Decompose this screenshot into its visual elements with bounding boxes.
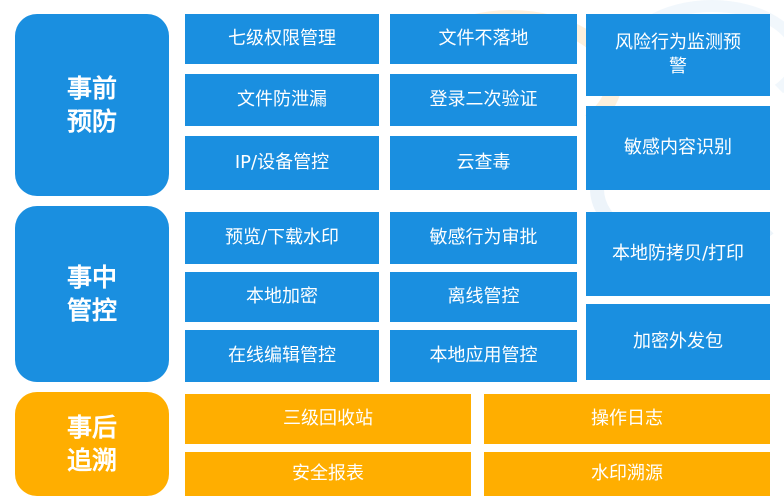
category-tracing: 事后追溯	[15, 392, 169, 496]
feature-cell: 安全报表	[185, 452, 471, 496]
feature-cell: 本地防拷贝/打印	[586, 212, 770, 296]
feature-cell: 七级权限管理	[185, 14, 379, 64]
feature-cell: 本地加密	[185, 272, 379, 322]
feature-cell: 风险行为监测预警	[586, 14, 770, 96]
feature-cell: 加密外发包	[586, 304, 770, 380]
feature-cell: 水印溯源	[484, 452, 770, 496]
feature-cell: 本地应用管控	[390, 330, 577, 382]
category-control: 事中管控	[15, 206, 169, 382]
category-prevention: 事前预防	[15, 14, 169, 196]
feature-cell: 在线编辑管控	[185, 330, 379, 382]
category-label: 事后追溯	[66, 413, 117, 475]
feature-cell: 操作日志	[484, 394, 770, 444]
feature-cell: 敏感内容识别	[586, 106, 770, 190]
feature-cell: 云查毒	[390, 136, 577, 190]
feature-cell: 登录二次验证	[390, 74, 577, 126]
feature-cell: IP/设备管控	[185, 136, 379, 190]
feature-cell: 文件防泄漏	[185, 74, 379, 126]
feature-cell: 离线管控	[390, 272, 577, 322]
feature-cell: 三级回收站	[185, 394, 471, 444]
feature-cell: 预览/下载水印	[185, 212, 379, 264]
feature-cell: 敏感行为审批	[390, 212, 577, 264]
category-label: 事前预防	[66, 74, 117, 136]
feature-cell: 文件不落地	[390, 14, 577, 64]
category-label: 事中管控	[66, 263, 117, 325]
